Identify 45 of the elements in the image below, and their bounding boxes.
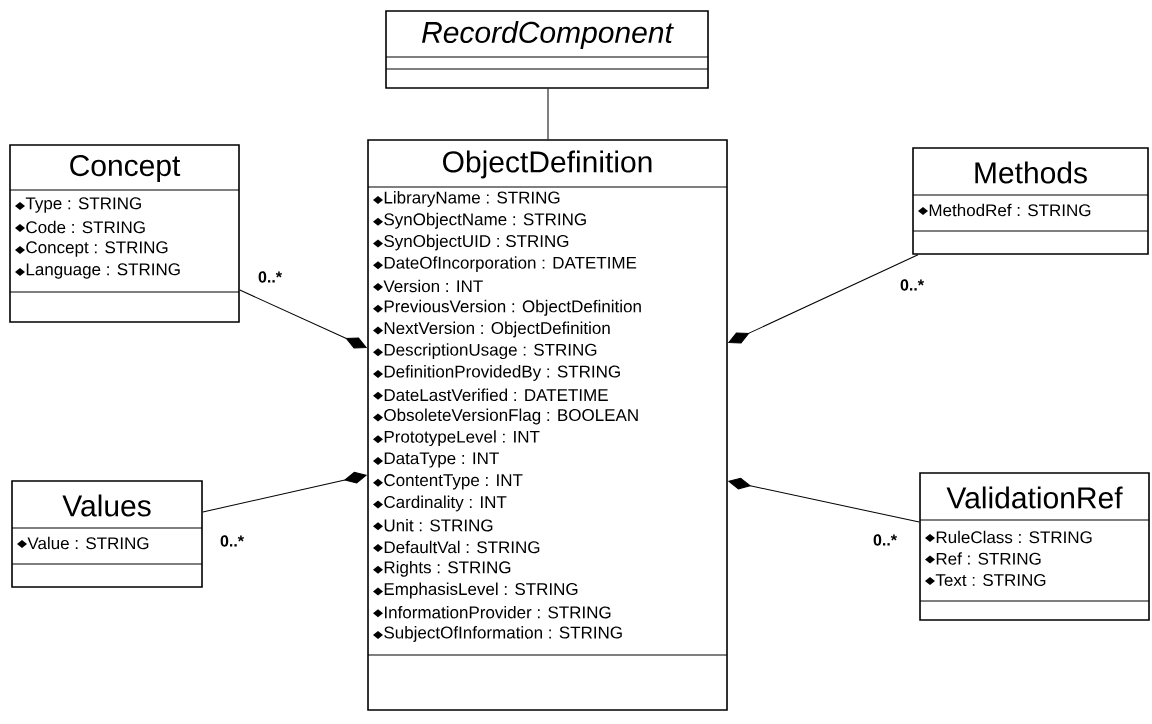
class-name: ValidationRef [946, 486, 1123, 509]
attribute: Code : STRING [26, 220, 145, 234]
multiplicity-label: 0..* [256, 269, 284, 285]
composition-line [728, 477, 920, 523]
attribute: DefaultVal : STRING [384, 540, 540, 554]
class-name: Values [62, 494, 151, 517]
attribute: DataType : INT [384, 452, 499, 468]
composition-line [728, 254, 919, 344]
multiplicity-label: 0..* [218, 533, 246, 549]
composition-line [547, 88, 549, 140]
attribute: DateOfIncorporation : DATETIME [384, 256, 637, 273]
attribute: Rights : STRING [384, 560, 511, 577]
class-name: RecordComponent [422, 21, 674, 49]
attribute: Ref : STRING [936, 552, 1041, 565]
attribute: DefinitionProvidedBy : STRING [384, 365, 620, 381]
attribute: EmphasisLevel : STRING [384, 582, 578, 599]
attribute: PreviousVersion : ObjectDefinition [384, 299, 641, 316]
attribute: DateLastVerified : DATETIME [384, 388, 608, 402]
attribute: Concept : STRING [26, 241, 168, 257]
class-name: Concept [70, 154, 181, 183]
attribute: MethodRef : STRING [929, 203, 1091, 217]
attribute: SynObjectUID : STRING [384, 234, 569, 251]
attribute: SynObjectName : STRING [384, 212, 586, 229]
attribute: Version : INT [383, 279, 483, 293]
composition-line [239, 289, 367, 349]
attribute: LibraryName : STRING [384, 191, 560, 207]
attribute: InformationProvider : STRING [384, 605, 611, 619]
class-name: ObjectDefinition [443, 150, 652, 179]
attribute: Cardinality : INT [384, 495, 507, 512]
attribute: ContentType : INT [384, 474, 523, 490]
multiplicity-label: 0..* [898, 277, 926, 293]
attribute: Language : STRING [26, 263, 180, 279]
attribute: NextVersion : ObjectDefinition [384, 321, 610, 338]
composition-line [202, 471, 367, 513]
attribute: RuleClass : STRING [936, 530, 1092, 544]
attribute: SubjectOfInformation : STRING [384, 626, 622, 642]
attribute: PrototypeLevel : INT [384, 430, 540, 447]
attribute: Value : STRING [27, 536, 149, 550]
attribute: Text : STRING [935, 574, 1046, 586]
attribute: Type : STRING [25, 197, 141, 213]
attribute: DescriptionUsage : STRING [384, 343, 597, 360]
multiplicity-label: 0..* [871, 532, 899, 548]
attribute: ObsoleteVersionFlag : BOOLEAN [384, 408, 638, 425]
attribute: Unit : STRING [384, 518, 493, 532]
class-name: Methods [975, 161, 1087, 184]
